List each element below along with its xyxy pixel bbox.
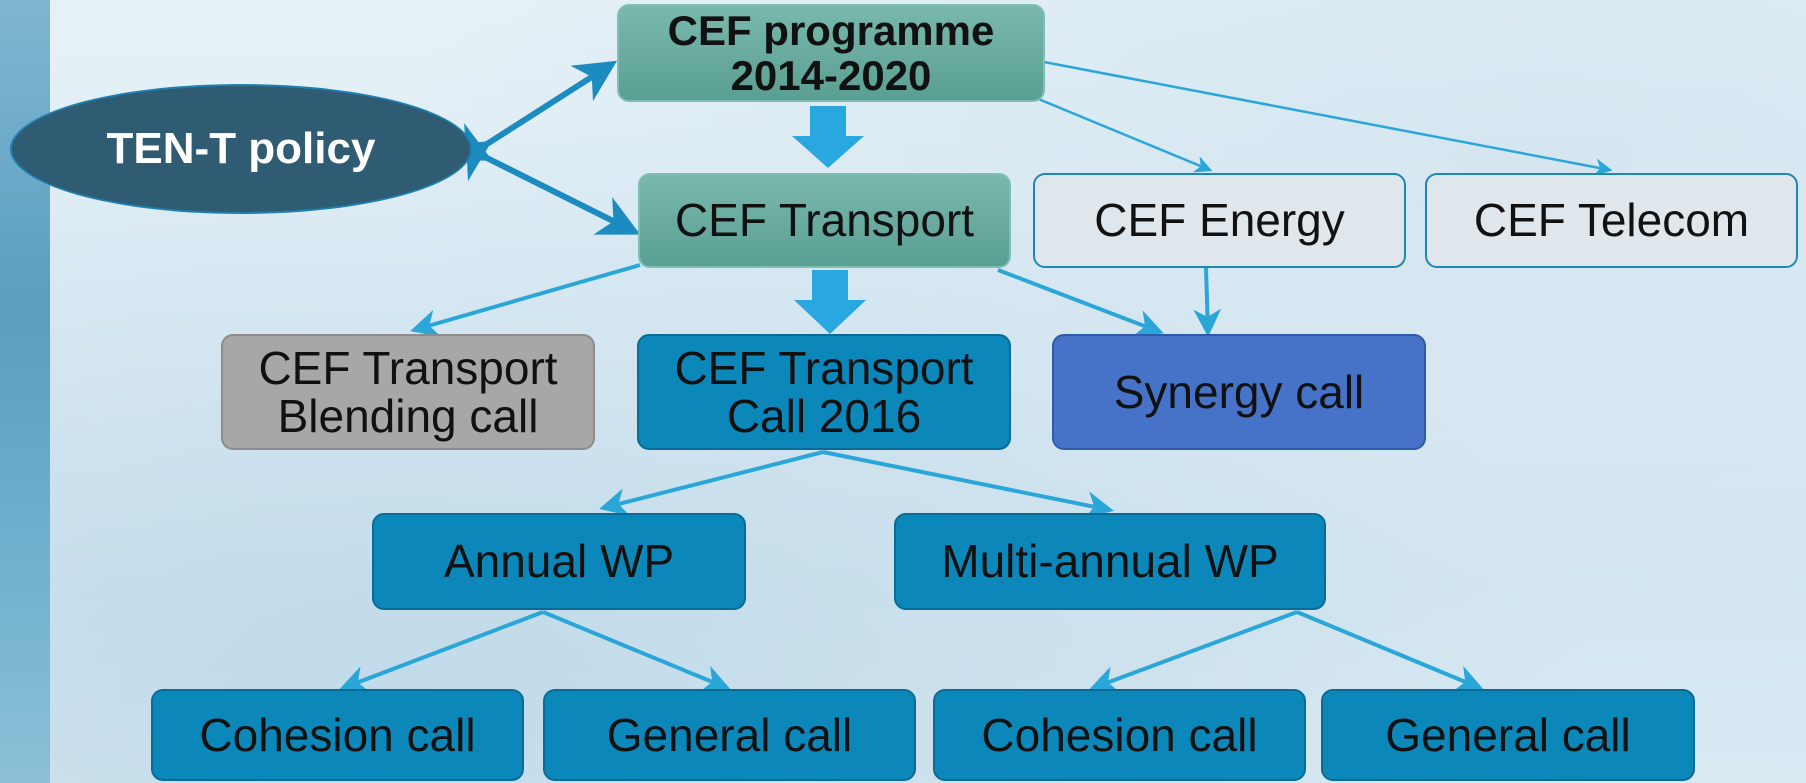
annual-general-call-node: General call: [543, 689, 916, 781]
arrow-policy-transport: [445, 123, 641, 235]
cef-telecom-label: CEF Telecom: [1473, 194, 1750, 247]
ten-t-policy-node: TEN-T policy: [10, 84, 472, 214]
ten-t-policy-label: TEN-T policy: [106, 123, 376, 173]
arrow-energy-synergy: [1193, 267, 1222, 337]
transport-call-2016-label-line2: Call 2016: [726, 390, 922, 442]
multi-annual-wp-node: Multi-annual WP: [894, 513, 1326, 610]
arrow-call2016-annual: [599, 450, 824, 516]
arrow-annual-general: [542, 610, 731, 692]
cef-transport-label: CEF Transport: [674, 194, 975, 247]
arrow-call2016-multiannual: [822, 450, 1114, 519]
cef-energy-label: CEF Energy: [1094, 194, 1345, 247]
blending-call-label-line1: CEF Transport: [258, 341, 558, 394]
transport-call-2016-label-line1: CEF Transport: [674, 341, 974, 394]
block-arrow-programme-transport: [792, 106, 864, 168]
multi-cohesion-call-label: Cohesion call: [981, 708, 1258, 761]
cef-programme-node: CEF programme 2014-2020: [617, 4, 1045, 102]
annual-wp-node: Annual WP: [372, 513, 746, 610]
multi-annual-wp-label: Multi-annual WP: [941, 535, 1279, 588]
arrow-multi-general: [1296, 610, 1484, 692]
blending-call-label-line2: Blending call: [277, 390, 539, 442]
multi-general-call-node: General call: [1321, 689, 1695, 781]
annual-general-call-label: General call: [606, 708, 853, 761]
arrow-transport-blending: [410, 263, 641, 337]
synergy-call-node: Synergy call: [1052, 334, 1426, 450]
synergy-call-label: Synergy call: [1113, 365, 1365, 418]
multi-general-call-label: General call: [1385, 708, 1631, 761]
annual-cohesion-call-label: Cohesion call: [199, 708, 476, 761]
arrow-policy-programme: [445, 60, 618, 182]
block-arrow-transport-call2016: [794, 270, 866, 334]
transport-call-2016-node: CEF Transport Call 2016: [637, 334, 1011, 450]
cef-energy-node: CEF Energy: [1033, 173, 1406, 268]
annual-wp-label: Annual WP: [443, 535, 675, 588]
annual-cohesion-call-node: Cohesion call: [151, 689, 524, 781]
arrow-programme-telecom: [1043, 60, 1613, 176]
cef-telecom-node: CEF Telecom: [1425, 173, 1798, 268]
arrow-programme-energy: [1035, 96, 1213, 173]
cef-transport-node: CEF Transport: [638, 173, 1011, 268]
cef-programme-label-line2: 2014-2020: [730, 52, 932, 99]
blending-call-node: CEF Transport Blending call: [221, 334, 595, 450]
arrow-multi-cohesion: [1089, 610, 1298, 693]
multi-cohesion-call-node: Cohesion call: [933, 689, 1306, 781]
arrow-transport-synergy: [997, 268, 1164, 337]
cef-programme-label-line1: CEF programme: [667, 6, 995, 54]
arrow-annual-cohesion: [339, 610, 544, 693]
